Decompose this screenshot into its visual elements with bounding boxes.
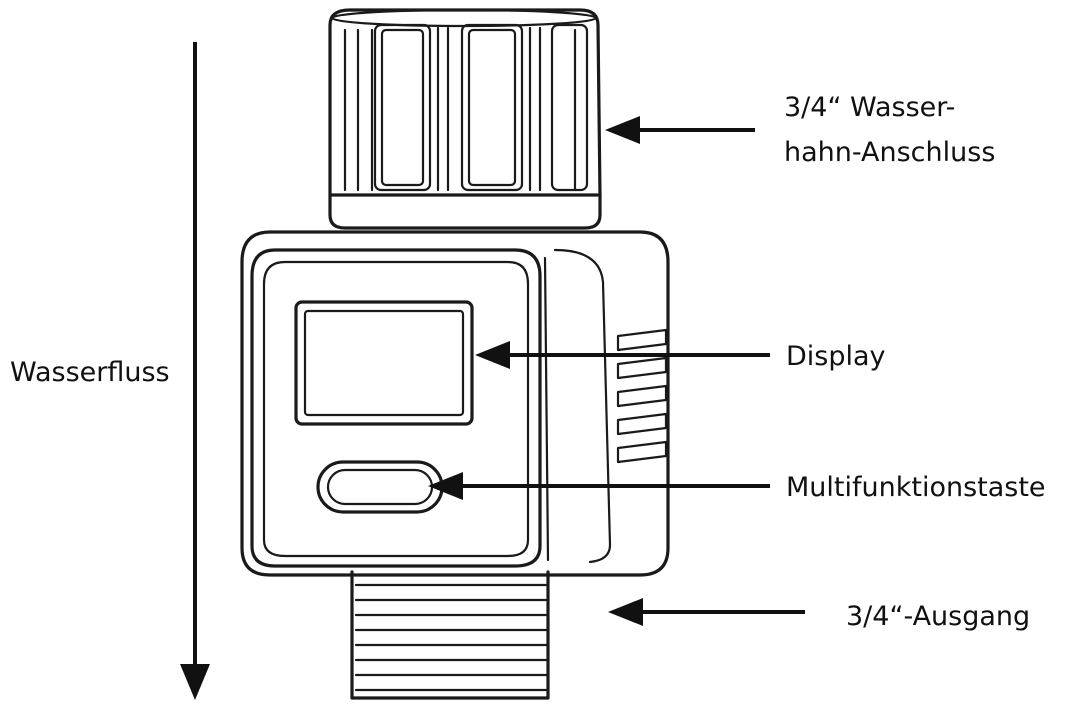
label-water-flow: Wasserfluss bbox=[10, 357, 170, 388]
arrow-multifunction-button bbox=[428, 472, 770, 500]
label-tap-connection-line1: 3/4“ Wasser- bbox=[784, 92, 956, 123]
label-multifunction-button: Multifunktionstaste bbox=[786, 472, 1046, 503]
arrow-display bbox=[475, 341, 770, 369]
label-tap-connection-line2: hahn-Anschluss bbox=[784, 137, 996, 168]
arrow-tap-connection bbox=[605, 116, 755, 144]
arrow-outlet bbox=[608, 598, 805, 626]
label-outlet: 3/4“-Ausgang bbox=[846, 601, 1031, 632]
display-window bbox=[294, 300, 474, 426]
label-display: Display bbox=[786, 341, 886, 372]
outlet-thread bbox=[350, 570, 550, 700]
meter-housing bbox=[240, 230, 670, 577]
arrow-water-flow bbox=[180, 42, 210, 700]
multifunction-button bbox=[316, 460, 444, 514]
tap-connector-nut bbox=[328, 8, 602, 230]
